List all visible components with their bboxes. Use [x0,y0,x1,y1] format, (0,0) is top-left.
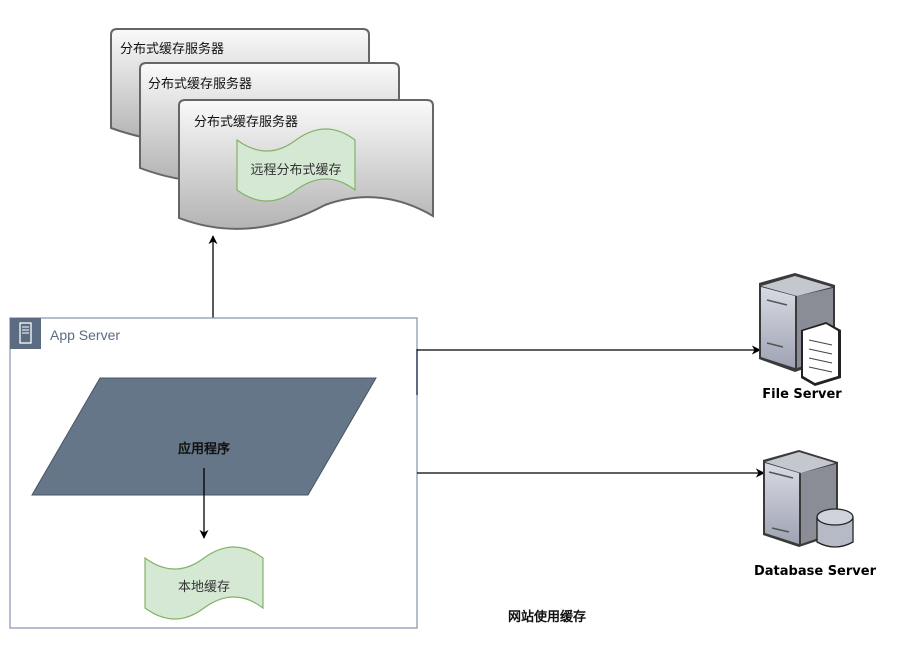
application-label: 应用程序 [177,442,230,457]
cache-server-title-3: 分布式缓存服务器 [194,115,299,130]
local-cache-shape [144,546,264,620]
local-cache-label: 本地缓存 [177,580,230,595]
cache-server-title-2: 分布式缓存服务器 [148,77,253,92]
database-server-icon [763,450,854,548]
server-rack-icon [19,322,32,344]
app-server-title: App Server [50,327,121,343]
database-server-label: Database Server [753,564,876,579]
diagram-caption: 网站使用缓存 [508,610,587,625]
cache-server-title-1: 分布式缓存服务器 [120,42,225,57]
file-server-label: File Server [762,387,842,402]
remote-cache-label: 远程分布式缓存 [250,163,342,178]
application-shape [31,377,377,496]
file-server-icon [759,273,841,386]
remote-cache-shape [236,128,356,202]
